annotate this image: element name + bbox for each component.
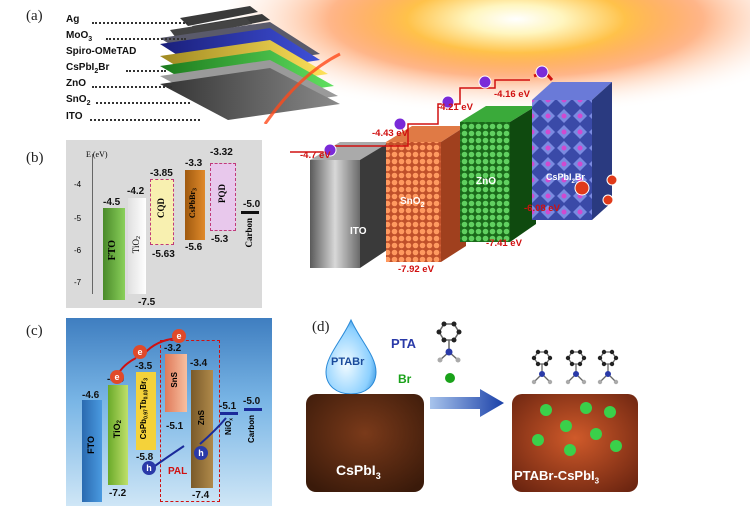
cspbbr3-bottom: -5.6 (185, 242, 203, 253)
process-arrow (430, 389, 504, 417)
carbon-level (241, 211, 259, 214)
level-zno: -4.21 eV (437, 102, 473, 113)
c-niox-level (220, 412, 238, 415)
c-cspbtbbr3-bar (136, 372, 156, 450)
cspbbr3-label: CsPbBr3 (188, 188, 199, 219)
zno-block (460, 122, 510, 242)
c-tio2-bar (108, 385, 128, 485)
panel-d-label: (d) (312, 319, 330, 335)
layer-label-ito: ITO (66, 111, 83, 122)
c-hole-2: h (194, 446, 208, 460)
c-carbon-value: -5.0 (243, 396, 261, 407)
panel-a-label: (a) (26, 8, 43, 24)
leader-cspbi2br (126, 70, 166, 72)
layer-label-sno2: SnO2 (66, 94, 91, 107)
leader-ag (92, 22, 188, 24)
ptabr-cspbi3-label: PTABr-CsPbI3 (514, 468, 600, 486)
layer-label-ag: Ag (66, 14, 80, 25)
cqd-top: -3.85 (150, 168, 173, 179)
pqd-bottom: -5.3 (211, 234, 229, 245)
pqd-top: -3.32 (210, 147, 233, 158)
c-electron-1: e (172, 329, 186, 343)
tick-4: -4 (74, 180, 82, 189)
leader-sno2 (96, 102, 190, 104)
layer-label-cspbi2br: CsPbI2Br (66, 62, 110, 75)
zno-block-label: ZnO (476, 176, 496, 187)
cspbi3-label: CsPbI3 (336, 462, 381, 481)
c-hole-1: h (142, 461, 156, 475)
layer-label-zno: ZnO (66, 78, 86, 89)
level-sno2: -4.43 eV (372, 128, 408, 139)
panel-b-label: (b) (26, 150, 44, 166)
c-sns-top: -3.2 (164, 343, 182, 354)
tick-7: -7 (74, 278, 82, 287)
pal-box (160, 340, 220, 502)
ito-block-label: ITO (350, 226, 367, 237)
tio2-bar (128, 198, 146, 294)
pta-molecule-icon (436, 321, 462, 383)
carbon-label: Carbon (244, 218, 254, 248)
tio2-label: TiO2 (131, 236, 142, 254)
level-cspbi2br-vb: -6.08 eV (524, 203, 560, 214)
carbon-top: -5.0 (243, 199, 261, 210)
pta-label: PTA (391, 336, 417, 351)
br-label: Br (398, 372, 412, 386)
tick-6: -6 (74, 246, 82, 255)
cspbbr3-top: -3.3 (185, 158, 203, 169)
level-sno2-vb: -7.92 eV (398, 264, 434, 275)
c-zns-top: -3.4 (190, 358, 208, 369)
cspbi3-block (306, 394, 424, 492)
tick-5: -5 (74, 214, 82, 223)
level-ito: -4.7 eV (300, 150, 331, 161)
energy-axis-label: E (eV) (86, 150, 108, 159)
fto-bar (103, 208, 125, 300)
leader-zno (92, 86, 172, 88)
c-cspbtbbr3-bottom: -5.8 (136, 452, 154, 463)
fto-label: FTO (107, 240, 118, 261)
layer-label-spiro: Spiro-OMeTAD (66, 46, 137, 57)
energy-axis (92, 154, 93, 294)
leader-moo3 (106, 38, 186, 40)
c-niox-value: -5.1 (219, 401, 237, 412)
c-electron-3: e (110, 370, 124, 384)
level-zno-vb: -7.41 eV (486, 238, 522, 249)
level-cspbi2br: -4.16 eV (494, 89, 530, 100)
energy-blocks (310, 82, 612, 268)
tio2-top: -4.2 (127, 186, 145, 197)
sno2-block-label: SnO2 (400, 196, 425, 209)
perovskite-block (532, 100, 592, 220)
pqd-label: PQD (217, 184, 227, 203)
c-fto-bar (82, 400, 102, 502)
c-sns-bottom: -5.1 (166, 421, 184, 432)
cspbbr3-bar (185, 170, 205, 240)
electron-markers (323, 65, 618, 206)
ptabr-drop-label: PTABr (331, 356, 365, 368)
panel-c-label: (c) (26, 323, 43, 339)
c-zns-bottom: -7.4 (192, 490, 210, 501)
device-stack (160, 6, 341, 124)
leader-ito (90, 119, 200, 121)
tio2-bottom: -7.5 (138, 297, 156, 308)
layer-label-moo3: MoO3 (66, 30, 93, 43)
c-carrier-arrows (117, 337, 227, 469)
cqd-box (150, 179, 174, 245)
c-sns-bar (165, 354, 187, 412)
sno2-block (386, 142, 441, 262)
c-cspbtbbr3-top: -3.5 (135, 361, 153, 372)
cqd-label: CQD (156, 198, 166, 218)
c-electron-2: e (133, 345, 147, 359)
c-fto-level: -4.6 (82, 390, 100, 401)
c-tio2-bottom: -7.2 (109, 488, 127, 499)
pqd-box (210, 163, 236, 231)
cqd-bottom: -5.63 (152, 249, 175, 260)
ptabr-cspbi3-block (512, 349, 638, 492)
perovskite-block-label: CsPbI2Br (546, 172, 585, 185)
pal-label: PAL (168, 466, 188, 477)
fto-top: -4.5 (103, 197, 121, 208)
c-carbon-level (244, 408, 262, 411)
